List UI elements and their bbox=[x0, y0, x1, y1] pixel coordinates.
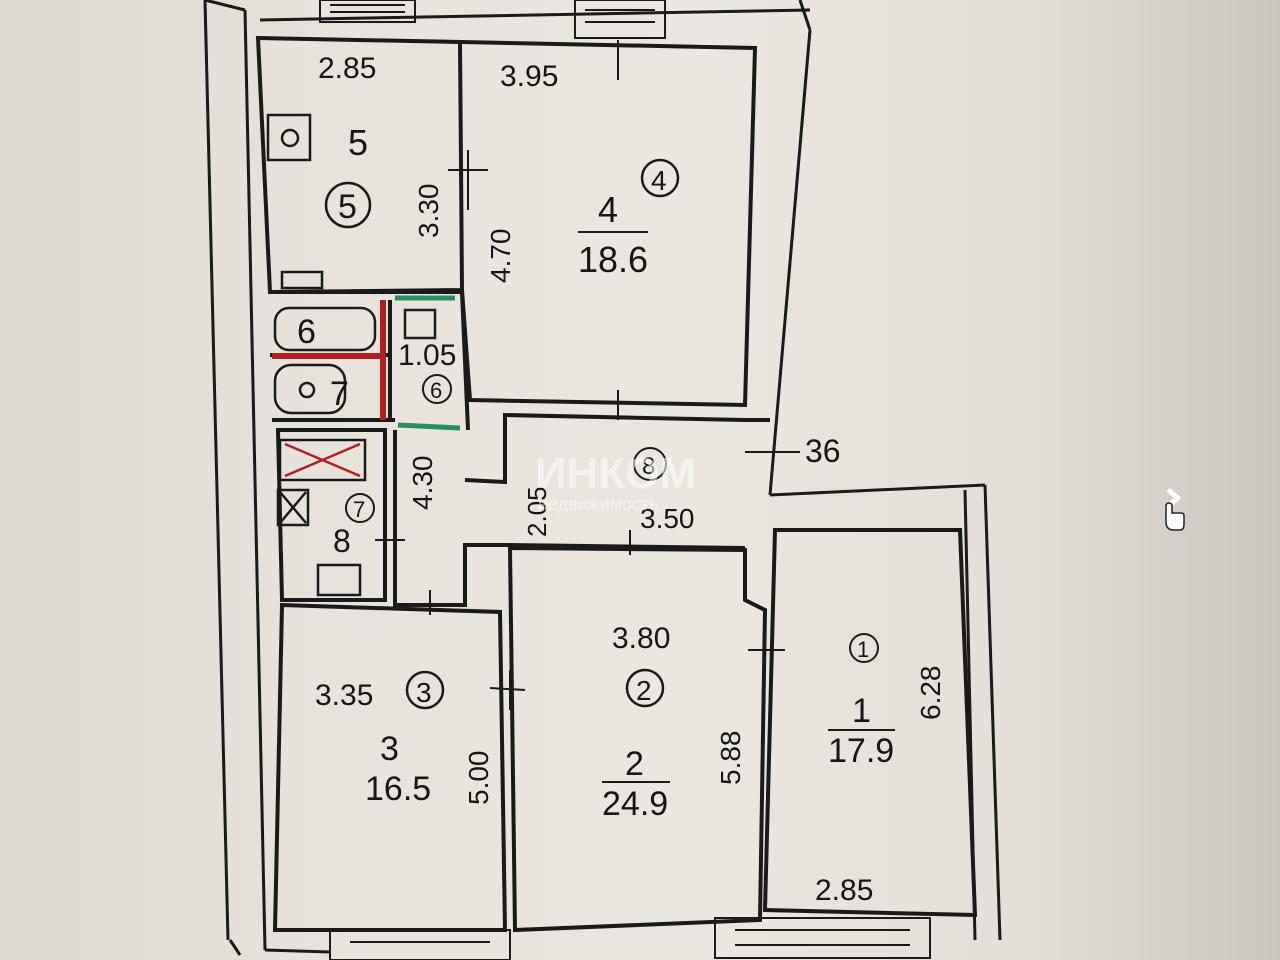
dim-label: 2.85 bbox=[815, 874, 873, 907]
cabinet-icon bbox=[276, 488, 310, 527]
green-partitions bbox=[395, 295, 461, 431]
dim-label: 4.30 bbox=[407, 456, 438, 511]
door-marks bbox=[375, 40, 800, 710]
room-circle-marker bbox=[422, 374, 452, 404]
dimension-labels: 2.85 3.95 3.30 4.70 1.05 4.30 2.05 3.50 … bbox=[315, 52, 946, 907]
dim-label: 4.70 bbox=[485, 229, 516, 284]
dim-label: 3.80 bbox=[612, 622, 670, 655]
watermark: ИНКОМ недвижимость bbox=[535, 449, 696, 514]
room-walls bbox=[255, 35, 978, 933]
room-number: 5 bbox=[348, 122, 368, 163]
dim-label: 3.95 bbox=[500, 60, 558, 93]
room-labels: 5 5 4 4 18.6 6 6 7 7 8 8 3 3 16.5 2 2 24… bbox=[297, 122, 895, 823]
room-circle-label: 1 bbox=[857, 637, 869, 662]
room-area: 17.9 bbox=[828, 732, 894, 770]
sink-icon bbox=[266, 113, 312, 162]
radiator-icon bbox=[280, 270, 324, 290]
fixtures bbox=[266, 113, 437, 597]
room-circle-marker bbox=[405, 670, 445, 710]
room-circle-marker bbox=[345, 493, 375, 523]
dim-label: 3.50 bbox=[640, 503, 695, 534]
room-area: 16.5 bbox=[365, 770, 431, 808]
dim-label: 2.85 bbox=[318, 52, 376, 85]
room-area: 18.6 bbox=[578, 239, 648, 280]
room-circle-marker bbox=[324, 181, 372, 229]
shower-icon bbox=[403, 308, 437, 340]
table-icon bbox=[316, 563, 362, 597]
top-windows bbox=[319, 0, 666, 39]
dim-label: 2.05 bbox=[522, 486, 552, 537]
room-circle-marker bbox=[633, 447, 667, 481]
room-circle-label: 8 bbox=[642, 453, 655, 480]
watermark-brand: ИНКОМ bbox=[535, 449, 696, 498]
room-number: 8 bbox=[333, 523, 351, 559]
room-circle-label: 6 bbox=[430, 378, 442, 403]
room-circle-marker bbox=[640, 158, 680, 198]
dim-label: 36 bbox=[805, 433, 841, 469]
dim-label: 5.88 bbox=[715, 731, 746, 786]
dim-label: 6.28 bbox=[915, 666, 946, 721]
room-number: 7 bbox=[330, 375, 349, 413]
room-circle-marker bbox=[625, 668, 665, 708]
room-number: 4 bbox=[598, 189, 618, 230]
room-circle-label: 7 bbox=[353, 497, 365, 522]
dim-label: 1.05 bbox=[398, 339, 456, 372]
room-circle-label: 3 bbox=[416, 677, 432, 708]
room-number: 2 bbox=[625, 745, 644, 783]
room-area: 24.9 bbox=[602, 785, 668, 823]
room-circle-label: 2 bbox=[636, 675, 652, 706]
room-circle-label: 4 bbox=[651, 165, 667, 196]
bathtub-icon bbox=[273, 306, 377, 352]
stove-icon bbox=[278, 438, 367, 482]
bottom-windows bbox=[329, 917, 931, 960]
watermark-tagline: недвижимость bbox=[538, 494, 659, 514]
room-number: 3 bbox=[380, 730, 399, 768]
next-image-button[interactable] bbox=[1158, 484, 1188, 534]
dim-label: 5.00 bbox=[463, 751, 494, 806]
room-number: 6 bbox=[297, 313, 316, 351]
dim-label: 3.35 bbox=[315, 679, 373, 712]
room-circle-label: 5 bbox=[338, 188, 357, 226]
toilet-icon bbox=[273, 363, 347, 415]
room-circle-marker bbox=[849, 633, 879, 663]
dim-label: 3.30 bbox=[413, 184, 444, 239]
hand-pointer-icon bbox=[1165, 502, 1185, 531]
room-number: 1 bbox=[852, 692, 871, 730]
red-partitions bbox=[272, 300, 386, 420]
